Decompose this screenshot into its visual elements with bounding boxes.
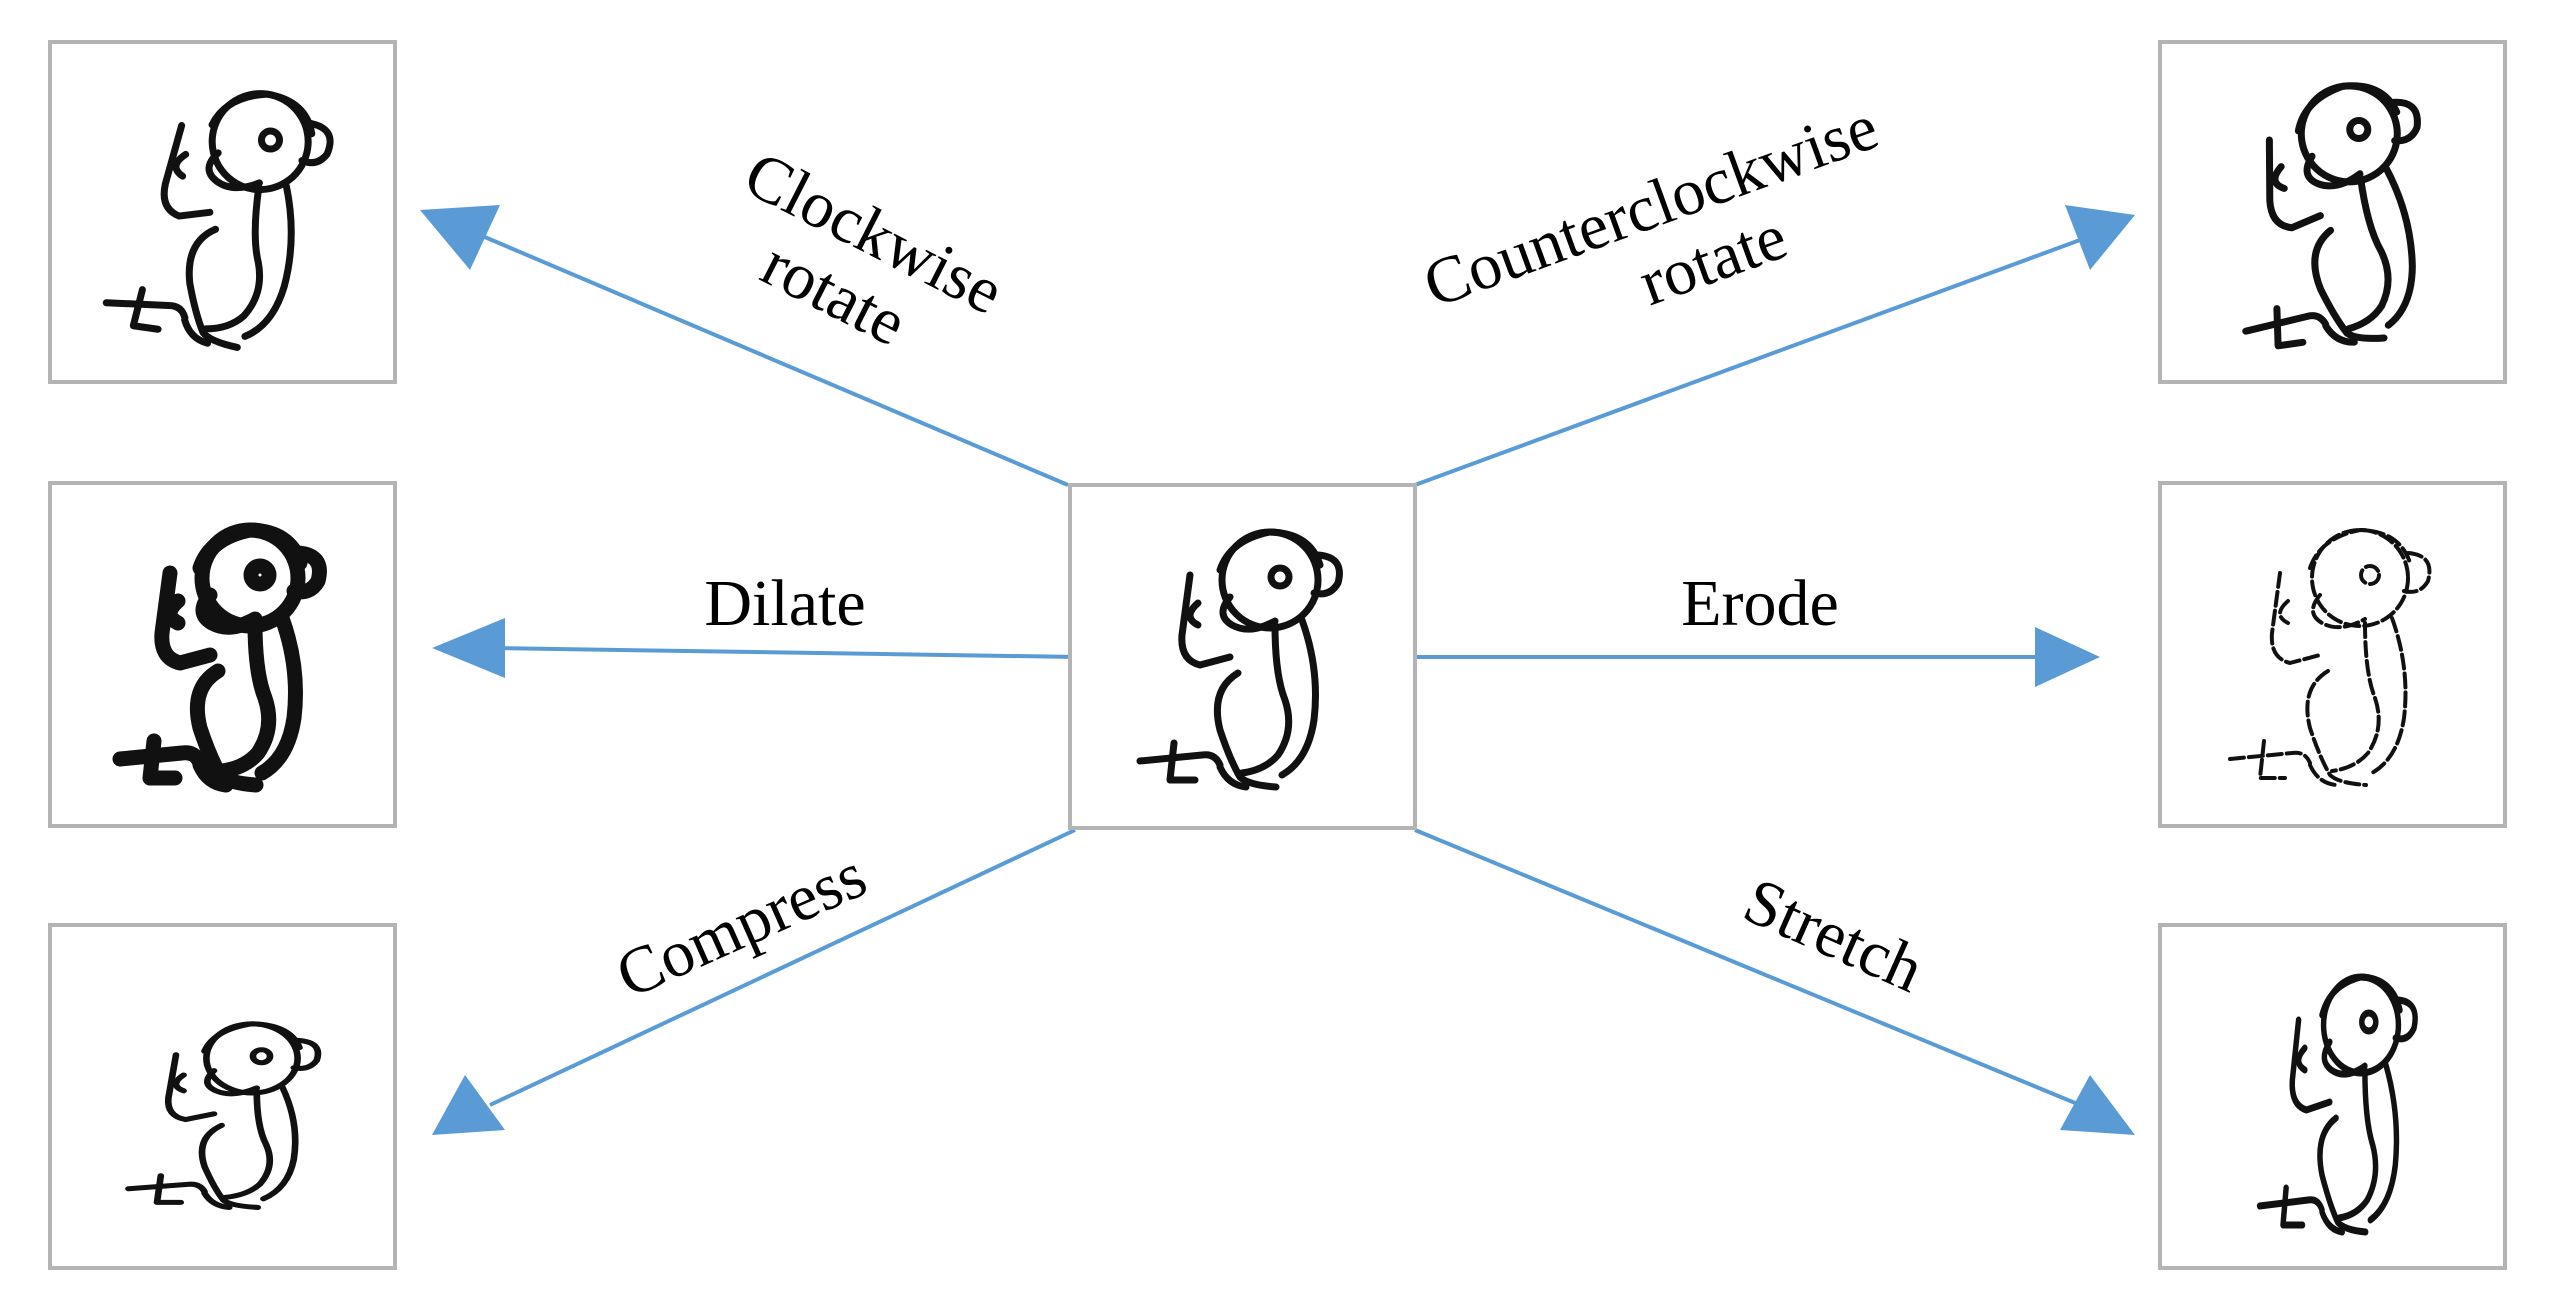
arrow-erode [1415, 627, 2100, 687]
stretch-label: Stretch [1734, 864, 1934, 1007]
stretched-glyph-panel [2158, 923, 2507, 1270]
compressed-glyph-panel [48, 923, 397, 1270]
dilated-glyph-panel [48, 481, 397, 828]
arrow-clockwise [420, 205, 1069, 487]
arrow-compress [432, 828, 1076, 1135]
counterclockwise-rotated-glyph-panel [2158, 40, 2507, 384]
dilate-label: Dilate [704, 567, 865, 640]
original-glyph-panel [1068, 483, 1417, 830]
clockwise-rotated-glyph-panel [48, 40, 397, 384]
arrow-dilate [432, 618, 1079, 678]
erode-label: Erode [1681, 567, 1839, 640]
eroded-glyph-panel [2158, 481, 2507, 828]
arrow-stretch [1414, 828, 2135, 1135]
arrow-counterclockwise [1414, 205, 2135, 487]
